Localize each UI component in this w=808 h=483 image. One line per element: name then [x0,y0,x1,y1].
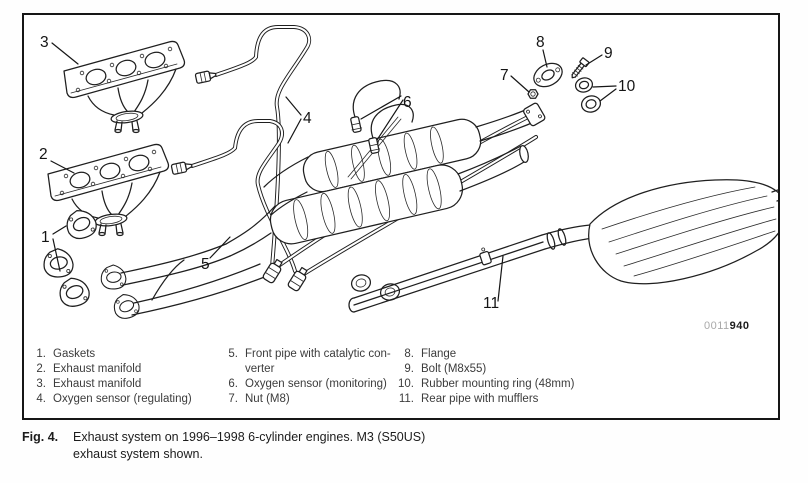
callout-6: 6 [360,94,412,141]
legend-item: 5. Front pipe with catalytic con- verter [222,347,394,377]
nut [527,89,539,99]
legend-item-number: 11. [398,393,414,405]
callout-8: 8 [536,34,548,68]
flange [533,62,563,88]
callout-1: 1 [41,225,67,272]
callout-label-10: 10 [618,78,636,95]
legend-item-label: Gaskets [53,348,96,360]
callout-label-6: 6 [403,94,412,111]
callout-label-4: 4 [303,110,312,127]
exhaust-manifold-upper [63,40,186,134]
watermark-bold-part: 940 [729,320,750,332]
legend-item-number: 5. [228,348,238,360]
rear-pipe-with-mufflers [348,179,778,313]
rubber-mounting-rings [574,77,602,113]
monitoring-sensors [347,79,414,180]
figure-frame: 1 2 3 4 5 6 7 [22,13,780,420]
front-pipe-outlets [263,102,546,216]
regulating-sensor-upper [194,68,218,85]
bolt [571,57,590,79]
legend-column-1: 1. Gaskets 2. Exhaust manifold 3. Exhaus… [30,347,192,407]
legend-item-label: Exhaust manifold [53,363,142,375]
callout-label-5: 5 [201,256,210,273]
figure-caption: Fig. 4. Exhaust system on 1996–1998 6-cy… [22,429,425,463]
legend-item-number: 3. [36,378,46,390]
figure-number-label: Fig. 4. [22,430,59,444]
legend-item: 11. Rear pipe with mufflers [390,392,574,407]
legend-item-label: Nut (M8) [245,393,290,405]
watermark-gray-part: 0011 [704,320,730,332]
catalytic-converter-rear [302,118,482,193]
legend-item-label: Oxygen sensor (regulating) [53,393,192,405]
legend-item: 4. Oxygen sensor (regulating) [30,392,192,407]
legend-item: 7. Nut (M8) [222,392,394,407]
legend-item-number: 8. [404,348,414,360]
callout-3: 3 [40,34,79,65]
legend-item: 1. Gaskets [30,347,192,362]
legend-item: 10. Rubber mounting ring (48mm) [390,377,574,392]
legend-item: 2. Exhaust manifold [30,362,192,377]
figure-caption-text: Exhaust system on 1996–1998 6-cylinder e… [73,430,426,461]
callout-5: 5 [201,236,231,273]
legend-item: 6. Oxygen sensor (monitoring) [222,377,394,392]
gaskets [42,207,99,308]
legend-item-label: Oxygen sensor (monitoring) [245,378,387,390]
callout-10: 10 [592,78,636,102]
legend-item-number: 10. [398,378,414,390]
legend-item-number: 9. [404,363,414,375]
legend-item-label: Rubber mounting ring (48mm) [421,378,575,390]
legend-column-3: 8. Flange 9. Bolt (M8x55) 10. Rubber mou… [390,347,574,407]
legend-item-number: 6. [228,378,238,390]
watermark: 0011940 [704,320,750,332]
legend-column-2: 5. Front pipe with catalytic con- verter… [222,347,394,407]
callout-9: 9 [585,45,613,66]
callout-7: 7 [500,67,530,93]
exhaust-diagram: 1 2 3 4 5 6 7 [39,25,778,320]
callout-4: 4 [285,96,312,144]
catalytic-converter-front [269,164,464,245]
callout-label-2: 2 [39,146,48,163]
legend-item: 3. Exhaust manifold [30,377,192,392]
legend-item-number: 4. [36,393,46,405]
legend-item-label: Flange [421,348,457,360]
legend-item-number: 7. [228,393,238,405]
callout-label-8: 8 [536,34,545,51]
legend-item-number: 1. [36,348,46,360]
cable-plug-2 [286,265,311,293]
regulating-sensor-lower [170,159,194,176]
front-pipe [99,205,276,320]
legend-item-label: Exhaust manifold [53,378,142,390]
legend-item-number: 2. [36,363,46,375]
legend-item: 8. Flange [390,347,574,362]
legend-item-label: Rear pipe with mufflers [421,393,539,405]
legend-item-label: Front pipe with catalytic con- verter [245,348,391,375]
callout-11: 11 [483,255,504,312]
callout-label-11: 11 [483,295,499,312]
callout-label-9: 9 [604,45,613,62]
exhaust-manifold-lower [47,143,170,237]
legend-item: 9. Bolt (M8x55) [390,362,574,377]
callout-2: 2 [39,146,75,174]
callout-label-7: 7 [500,67,509,84]
legend-item-label: Bolt (M8x55) [421,363,487,375]
callout-label-3: 3 [40,34,49,51]
callout-label-1: 1 [41,229,50,246]
